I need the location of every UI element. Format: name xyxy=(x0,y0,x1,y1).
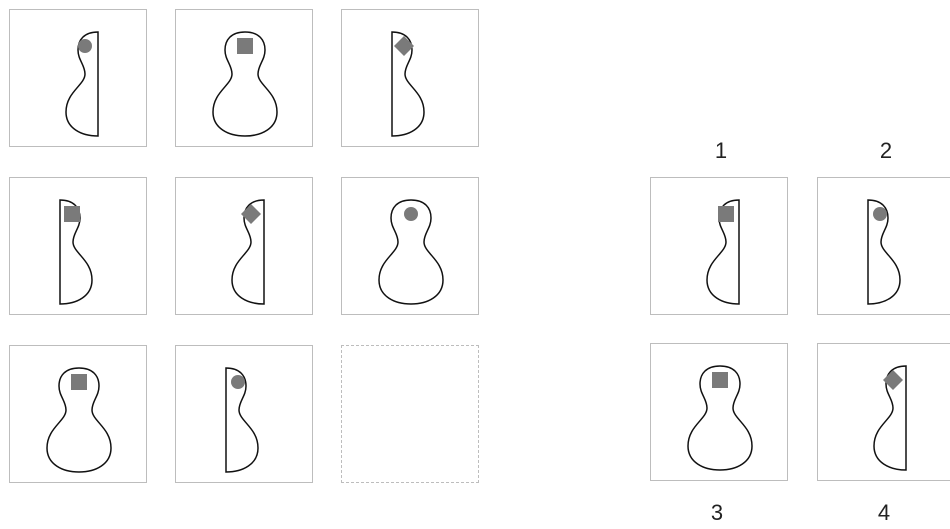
grid-cell xyxy=(175,9,313,147)
answer-option[interactable] xyxy=(817,177,950,315)
grid-cell xyxy=(9,345,147,483)
circle-mark xyxy=(873,207,887,221)
grid-figure xyxy=(176,10,314,148)
grid-figure xyxy=(342,178,480,316)
grid-cell xyxy=(9,9,147,147)
circle-mark xyxy=(78,39,92,53)
option-figure xyxy=(651,344,789,482)
grid-figure xyxy=(176,178,314,316)
grid-cell xyxy=(175,345,313,483)
option-label: 3 xyxy=(697,502,737,524)
grid-cell xyxy=(341,9,479,147)
grid-figure xyxy=(10,10,148,148)
square-mark xyxy=(71,374,87,390)
option-label: 2 xyxy=(866,140,906,162)
option-label: 1 xyxy=(701,140,741,162)
grid-figure xyxy=(10,178,148,316)
square-mark xyxy=(64,206,80,222)
square-mark xyxy=(718,206,734,222)
option-figure xyxy=(651,178,789,316)
square-mark xyxy=(712,372,728,388)
answer-option[interactable] xyxy=(817,343,950,481)
grid-figure xyxy=(10,346,148,484)
option-figure xyxy=(818,344,950,482)
option-figure xyxy=(818,178,950,316)
missing-cell xyxy=(341,345,479,483)
grid-cell xyxy=(341,177,479,315)
option-label: 4 xyxy=(864,502,904,524)
grid-figure xyxy=(176,346,314,484)
answer-option[interactable] xyxy=(650,343,788,481)
grid-cell xyxy=(9,177,147,315)
grid-figure xyxy=(342,10,480,148)
grid-cell xyxy=(175,177,313,315)
answer-option[interactable] xyxy=(650,177,788,315)
circle-mark xyxy=(231,375,245,389)
circle-mark xyxy=(404,207,418,221)
square-mark xyxy=(237,38,253,54)
